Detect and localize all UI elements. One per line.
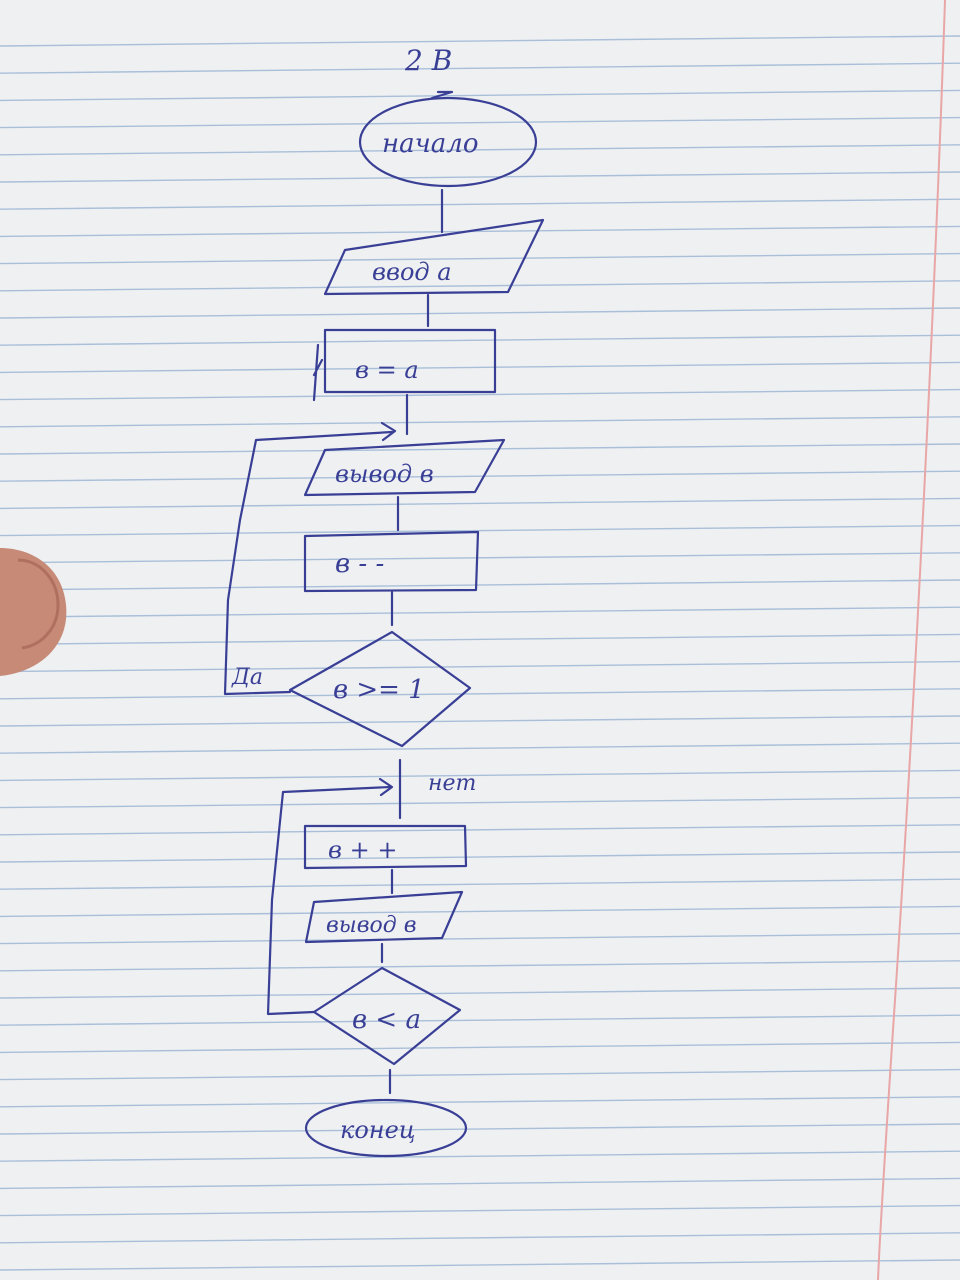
ruled-line	[0, 1204, 960, 1217]
ruled-line	[0, 416, 960, 428]
assign-label: в = a	[355, 356, 419, 384]
input-block	[323, 218, 545, 296]
ruled-line	[0, 851, 960, 863]
output2-label: вывод в	[326, 913, 417, 938]
start-terminal	[358, 96, 538, 188]
ruled-line	[0, 443, 960, 455]
ruled-line	[0, 198, 960, 210]
ruled-line	[0, 334, 960, 346]
loop2-line	[266, 785, 392, 1016]
ruled-line	[0, 579, 960, 591]
ruled-line	[0, 1014, 960, 1026]
ruled-line	[0, 497, 960, 510]
ruled-line	[0, 932, 960, 945]
condition1-decision	[288, 630, 472, 748]
end-label: конец	[340, 1116, 416, 1144]
yes-label: Да	[231, 665, 263, 690]
end-terminal	[304, 1098, 468, 1158]
ruled-line	[0, 796, 960, 809]
ruled-line	[0, 715, 960, 727]
input-label: ввод a	[372, 258, 452, 286]
ruled-line	[0, 1150, 960, 1162]
start-arrow-tick	[430, 90, 454, 100]
ruled-line	[0, 225, 960, 238]
ruled-line	[0, 769, 960, 782]
ruled-line	[0, 144, 960, 156]
start-label: начало	[382, 129, 479, 159]
ruled-line	[0, 524, 960, 537]
ruled-line	[0, 1123, 960, 1135]
ruled-line	[0, 35, 960, 47]
ruled-line	[0, 633, 960, 646]
ruled-lines	[0, 35, 960, 1271]
ruled-line	[0, 1177, 960, 1190]
yes-loop-arrowhead	[380, 421, 397, 442]
output1-label: вывод в	[335, 460, 434, 488]
ruled-line	[0, 878, 960, 890]
ruled-line	[0, 688, 960, 700]
margin-line	[877, 0, 946, 1280]
variant-label: 2 В	[404, 44, 452, 77]
ruled-line	[0, 1259, 960, 1271]
ruled-line	[0, 171, 960, 183]
ruled-line	[0, 470, 960, 482]
ruled-line	[0, 116, 960, 129]
condition2-decision	[312, 966, 462, 1066]
ruled-line	[0, 1096, 960, 1108]
ruled-line	[0, 987, 960, 999]
ruled-line	[0, 1068, 960, 1081]
ruled-line	[0, 388, 960, 401]
increment-block	[303, 824, 468, 870]
assign-block-stroke	[312, 343, 324, 402]
decrement-block	[303, 530, 480, 593]
ruled-line	[0, 960, 960, 972]
condition2-label: в < a	[352, 1005, 421, 1035]
ruled-line	[0, 361, 960, 374]
ruled-line	[0, 307, 960, 319]
output2-block	[304, 890, 464, 944]
ruled-line	[0, 742, 960, 754]
ruled-line	[0, 660, 960, 673]
output1-block	[303, 438, 506, 497]
loop2-arrowhead	[378, 777, 394, 797]
no-label: нет	[428, 771, 476, 796]
ruled-line	[0, 552, 960, 564]
ruled-line	[0, 62, 960, 74]
ruled-line	[0, 1041, 960, 1054]
yes-loop-line	[223, 430, 394, 696]
flowchart	[223, 90, 545, 1158]
ruled-line	[0, 606, 960, 618]
decrement-label: в - -	[335, 549, 384, 579]
ruled-line	[0, 252, 960, 265]
ruled-line	[0, 824, 960, 836]
assign-block	[323, 328, 497, 394]
condition1-label: в >= 1	[333, 675, 425, 705]
ruled-line	[0, 905, 960, 918]
thumbnail-nail	[17, 558, 60, 650]
ruled-line	[0, 1232, 960, 1244]
ruled-line	[0, 89, 960, 102]
ruled-line	[0, 280, 960, 292]
increment-label: в + +	[328, 836, 397, 864]
